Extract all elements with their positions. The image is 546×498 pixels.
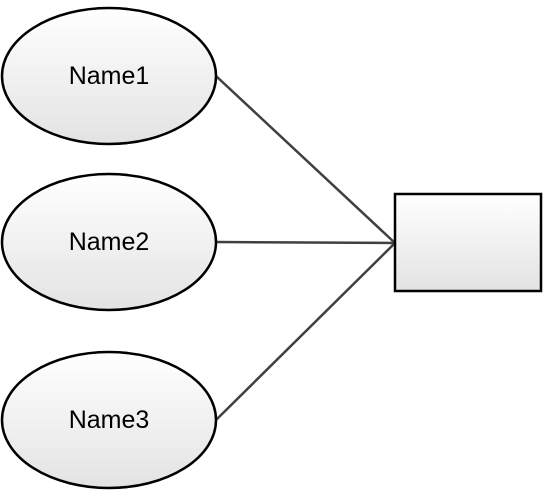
node-ellipse xyxy=(0,172,218,312)
node-label: Name1 xyxy=(69,62,150,90)
node-label: Name3 xyxy=(69,406,150,434)
node-name1[interactable]: Name1 xyxy=(0,6,218,146)
target-rect xyxy=(393,192,543,293)
node-ellipse xyxy=(0,350,218,490)
edge-name1-to-box xyxy=(215,75,396,244)
node-name3[interactable]: Name3 xyxy=(0,350,218,490)
target-box[interactable] xyxy=(393,192,543,293)
node-ellipse xyxy=(0,6,218,146)
edge-name2-to-box xyxy=(215,240,396,245)
edge-name3-to-box xyxy=(215,242,396,421)
node-name2[interactable]: Name2 xyxy=(0,172,218,312)
connectors xyxy=(215,75,396,421)
node-label: Name2 xyxy=(69,228,150,256)
